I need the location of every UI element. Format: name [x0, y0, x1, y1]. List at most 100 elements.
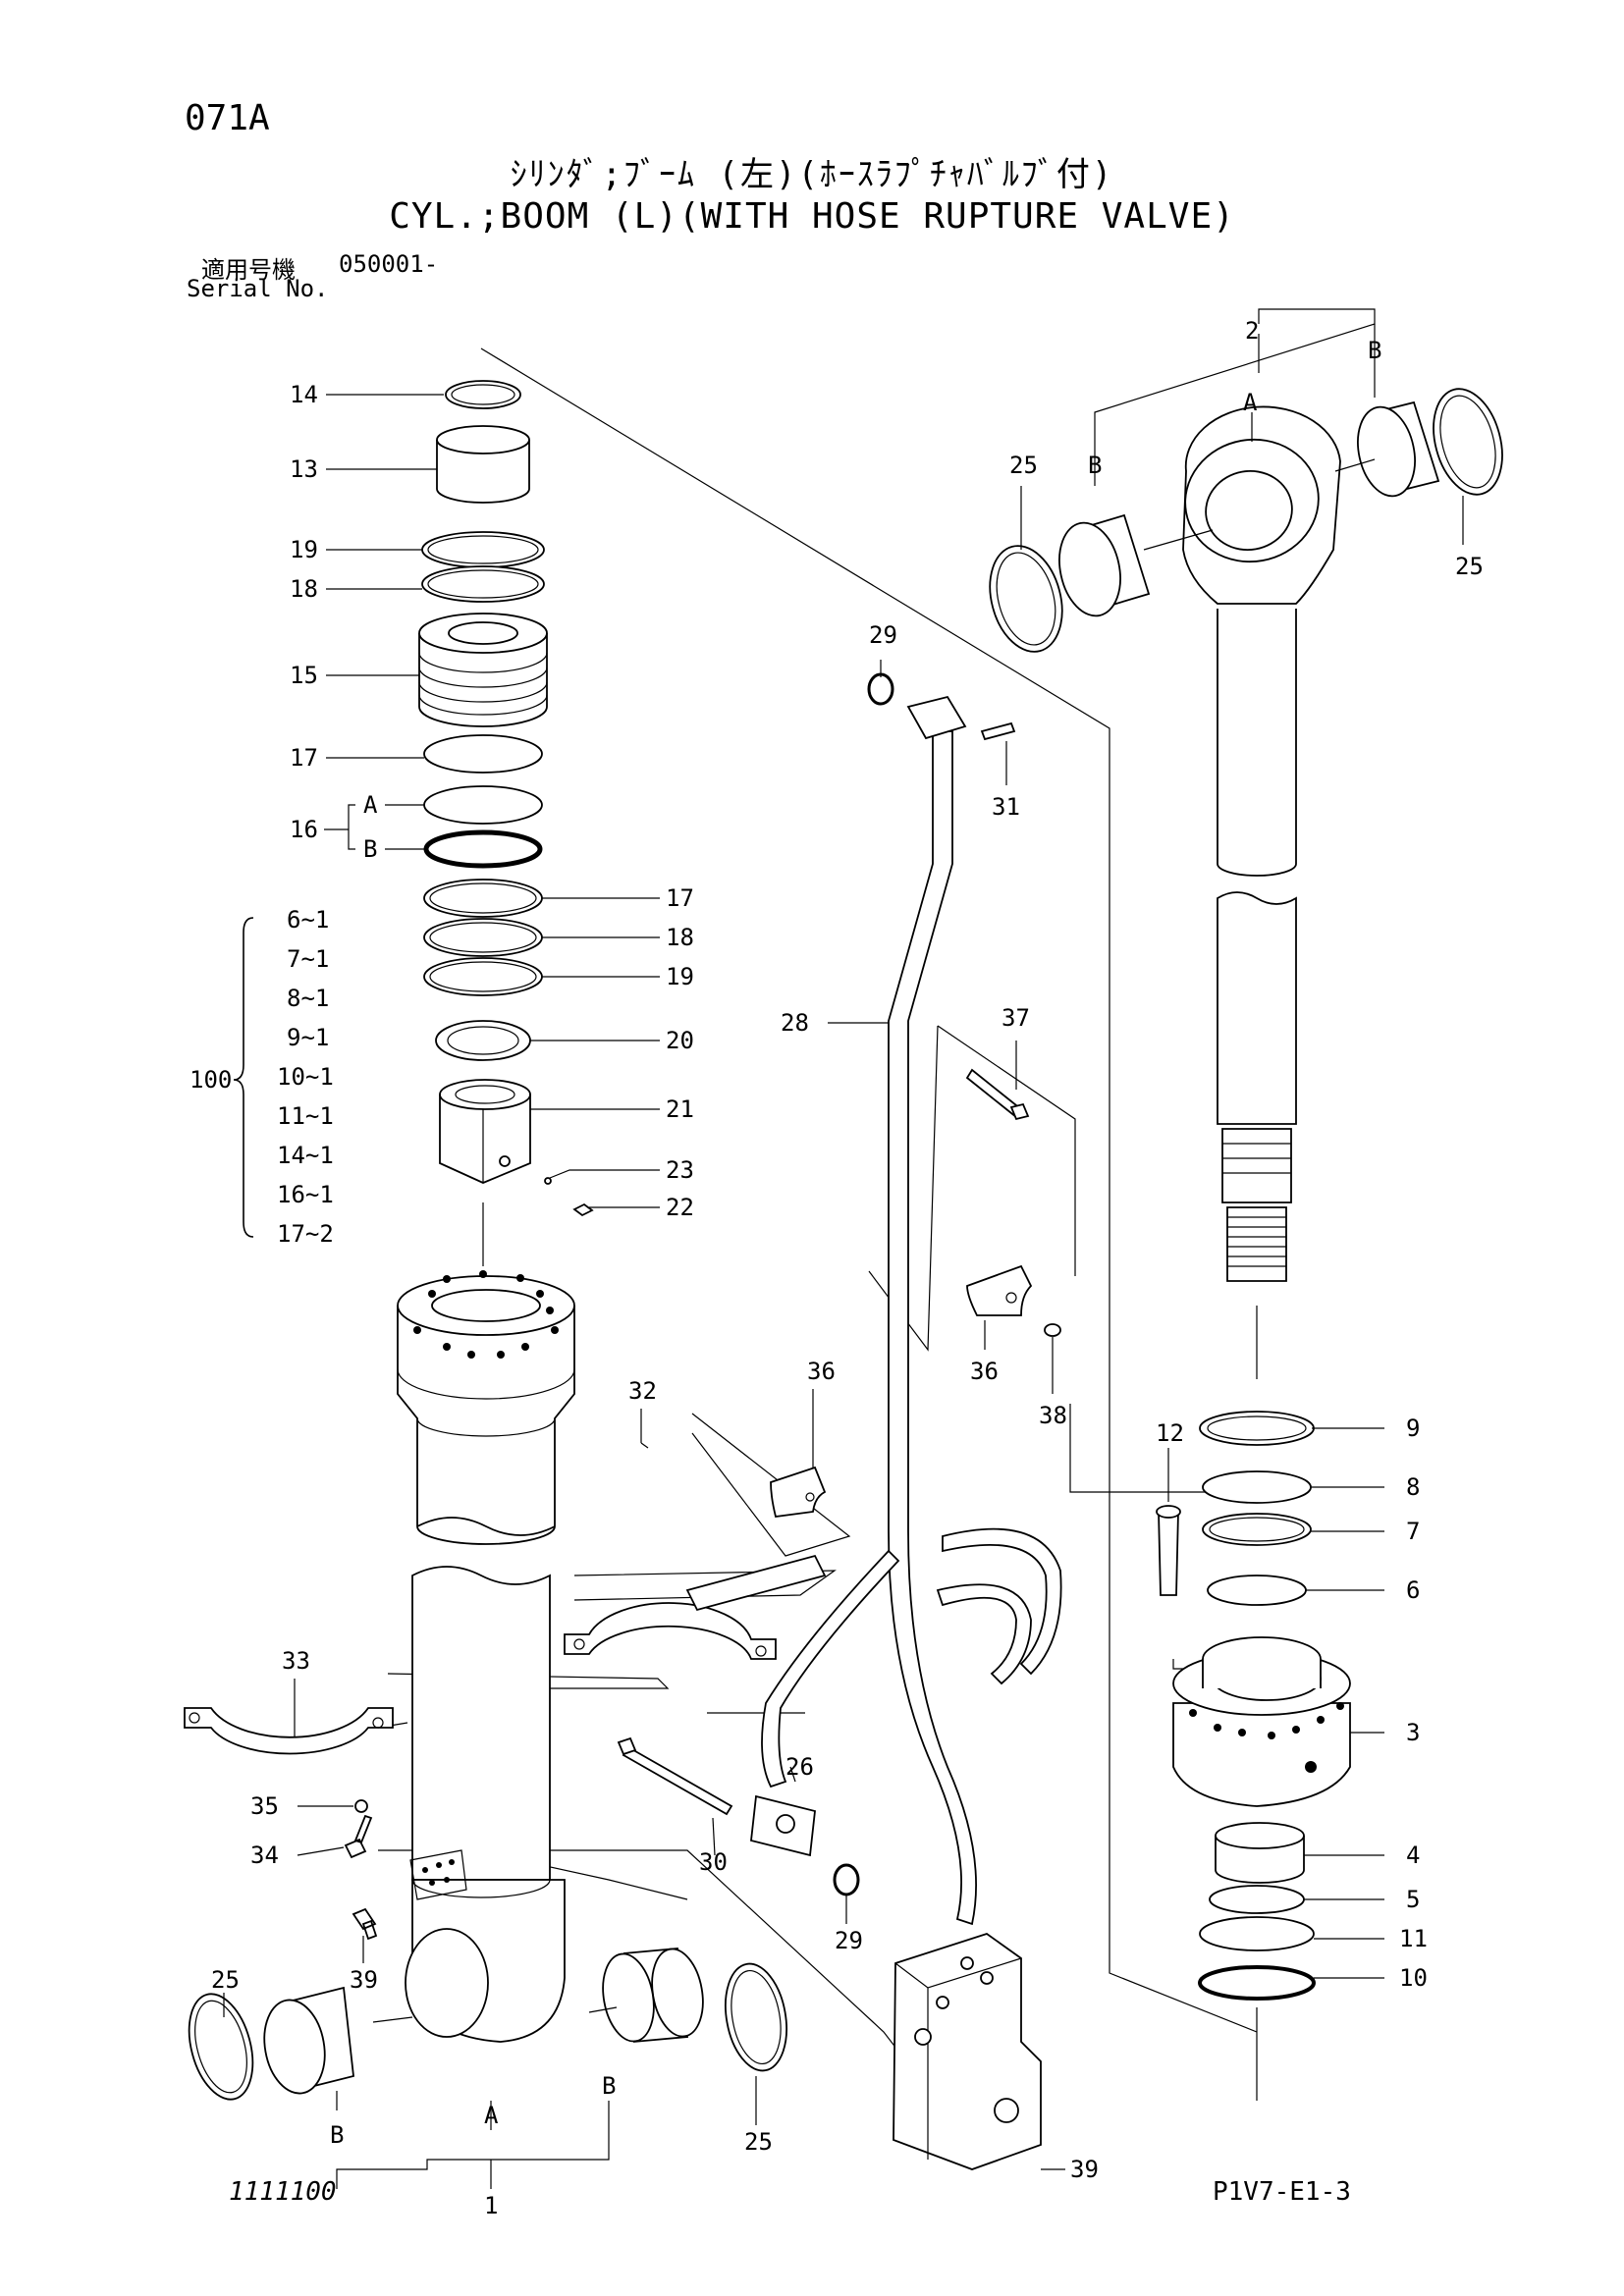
kit-100-item-8: 16~1	[277, 1181, 334, 1208]
callout-7: 7	[1406, 1518, 1420, 1545]
callout-19: 19	[290, 536, 318, 563]
callout-2: 2	[1245, 317, 1259, 345]
part-2-piston-rod	[1182, 405, 1341, 1379]
part-15-piston	[418, 613, 548, 727]
part-25-ring-top-left	[989, 545, 1063, 653]
page-code: 071A	[185, 98, 270, 138]
part-37-washer	[1044, 1323, 1061, 1337]
part-17-ring-lower	[423, 879, 543, 918]
callout-8: 8	[1406, 1473, 1420, 1501]
kit-100-item-2: 7~1	[287, 945, 329, 973]
callout-9: 9	[1406, 1415, 1420, 1442]
kit-100-item-1: 6~1	[287, 906, 329, 934]
part-9-ring	[1199, 1411, 1315, 1446]
callout-labels: 14 13 19 18 15 17 16 A B 17 18 19 20 21 …	[189, 317, 1484, 2219]
callout-22: 22	[666, 1194, 694, 1221]
part-21-nut	[439, 1079, 531, 1184]
kit-100-brace	[233, 917, 254, 1238]
part-11-ring	[1199, 1916, 1315, 1951]
part-20-washer	[435, 1020, 531, 1061]
callout-21: 21	[666, 1095, 694, 1123]
callout-17-right: 17	[666, 884, 694, 912]
part-5-ring	[1209, 1885, 1305, 1914]
part-7-ring	[1202, 1513, 1312, 1546]
part-39-hose-rupture-valve	[893, 1933, 1042, 2170]
part-b-bushing-top-right	[1357, 400, 1440, 498]
part-22-23-screw-ball	[482, 1177, 594, 1266]
kit-100-item-5: 10~1	[277, 1063, 334, 1091]
part-6-ring	[1207, 1575, 1307, 1606]
part-12-bolt	[1156, 1505, 1181, 1596]
callout-39-text: 39	[1070, 2156, 1099, 2183]
callout-15: 15	[290, 662, 318, 689]
callout-16-b: B	[363, 835, 377, 863]
drawing-code: 1111100	[229, 2177, 337, 2207]
callout-34: 35	[250, 1792, 279, 1820]
part-18-ring	[421, 565, 545, 603]
callout-1: 1	[484, 2192, 498, 2219]
callout-19-right: 19	[666, 963, 694, 990]
figure-reference: P1V7-E1-3	[1213, 2177, 1351, 2207]
part-b-bushing-right	[602, 1948, 704, 2043]
part-10-seal	[1198, 1965, 1316, 2101]
callout-16: 16	[290, 816, 318, 843]
callout-25-top-left: 25	[1009, 452, 1038, 479]
part-32-band-clamp	[184, 1707, 394, 1755]
callout-2-a: A	[1243, 389, 1258, 416]
callout-35-right: 36	[970, 1358, 999, 1385]
callout-38: 39	[350, 1966, 378, 1994]
callout-2-b-left: B	[1088, 452, 1102, 479]
callout-2-b-right: B	[1368, 337, 1381, 364]
callout-23: 23	[666, 1156, 694, 1184]
callout-14: 14	[290, 381, 318, 408]
part-29-bolt	[617, 1736, 733, 1816]
callout-31: 32	[628, 1377, 657, 1405]
callout-26: 26	[785, 1753, 814, 1781]
part-25-ring-right	[725, 1962, 787, 2072]
part-19-ring-lower	[423, 957, 543, 996]
callout-27: 28	[781, 1009, 809, 1037]
callout-17: 17	[290, 744, 318, 772]
callout-25-bottom-right: 25	[744, 2128, 773, 2156]
part-35-clamp-right	[966, 1264, 1033, 1316]
kit-100-label: 100	[189, 1066, 232, 1094]
callout-36: 37	[1001, 1004, 1030, 1032]
callout-11: 11	[1399, 1925, 1428, 1952]
part-27-pipe	[867, 672, 1016, 1926]
callout-16-a: A	[363, 791, 378, 819]
kit-100-item-6: 11~1	[277, 1102, 334, 1130]
part-14-ring	[445, 380, 521, 409]
callout-28-top: 29	[869, 621, 897, 649]
leader-lines	[223, 308, 1464, 2189]
serial-label-japanese: 適用号機	[201, 256, 296, 284]
callout-13: 13	[290, 455, 318, 483]
callout-30: 31	[992, 793, 1020, 821]
part-4-bushing	[1215, 1822, 1305, 1884]
callout-32: 33	[282, 1647, 310, 1675]
callout-35-left: 36	[807, 1358, 836, 1385]
callout-18-right: 18	[666, 924, 694, 951]
part-26-pipe	[750, 1527, 1062, 1896]
part-38-fitting	[352, 1907, 378, 1941]
part-35-clamp-left	[770, 1466, 827, 1518]
kit-100-item-7: 14~1	[277, 1142, 334, 1169]
callout-10: 10	[1399, 1964, 1428, 1992]
callout-12: 12	[1156, 1419, 1184, 1447]
callout-1-a: A	[484, 2102, 499, 2129]
callout-1-b-left: B	[330, 2121, 344, 2149]
serial-label-english: Serial No.	[187, 275, 329, 302]
callout-39-group: 39	[1070, 2156, 1099, 2183]
title-english: CYL.;BOOM (L)(WITH HOSE RUPTURE VALVE)	[389, 196, 1235, 237]
part-16-seal	[423, 785, 543, 869]
part-19-ring	[421, 531, 545, 568]
callout-29: 30	[699, 1848, 728, 1876]
part-8-ring	[1202, 1470, 1312, 1504]
part-b-bushing-top-left	[1058, 513, 1151, 617]
part-3-cylinder-head	[1172, 1636, 1351, 1807]
callout-1-b-right: B	[602, 2072, 616, 2100]
callout-37: 38	[1039, 1402, 1067, 1429]
callout-20: 20	[666, 1027, 694, 1054]
part-b-bushing-left	[263, 1986, 354, 2095]
part-36-bolt	[965, 1068, 1030, 1121]
